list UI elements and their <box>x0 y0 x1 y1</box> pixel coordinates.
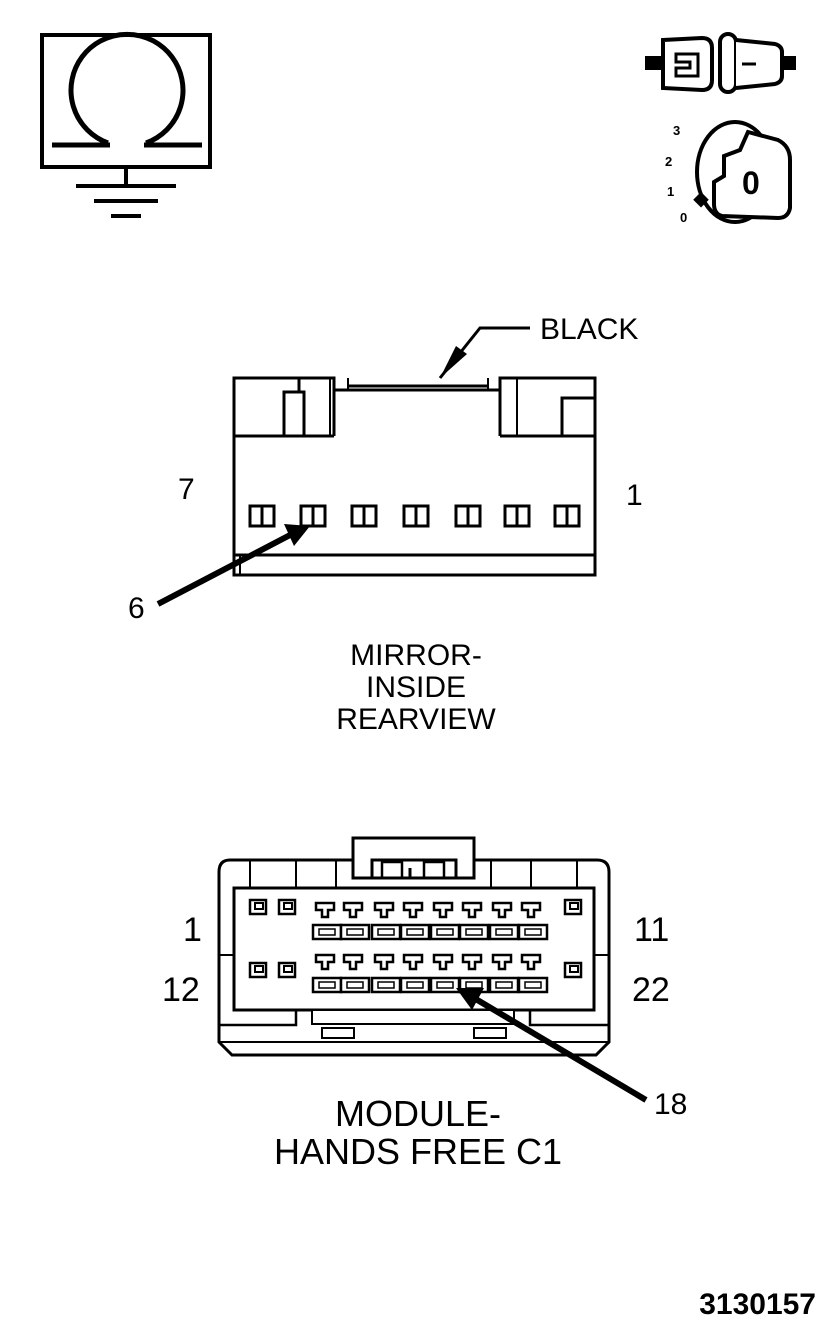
lock-pad <box>399 923 431 941</box>
lock-pad <box>339 923 371 941</box>
pin-callout-18: 18 <box>654 1088 687 1121</box>
lock-pad <box>311 923 343 941</box>
ignition-position-1: 1 <box>667 184 674 199</box>
terminal-13 <box>277 961 297 979</box>
pin-callout-arrowhead <box>284 524 310 546</box>
lock-pad <box>458 923 490 941</box>
cavity-4 <box>402 504 430 528</box>
cavity-3 <box>454 504 482 528</box>
pin-label-1: 1 <box>626 479 643 512</box>
pin-label-1: 1 <box>183 911 202 949</box>
mirror-title-line-2: INSIDE <box>366 671 466 704</box>
connector-color-label: BLACK <box>540 313 638 346</box>
lock-pad <box>429 923 461 941</box>
pin-label-11: 11 <box>634 911 669 949</box>
pin-callout-line <box>472 995 648 1103</box>
lock-pad <box>429 976 461 994</box>
figure-number: 3130157 <box>699 1288 816 1321</box>
ignition-position-2: 2 <box>665 154 672 169</box>
ignition-key-label: 0 <box>742 165 760 201</box>
lock-pad <box>370 923 402 941</box>
color-callout-arrowhead <box>440 346 467 378</box>
pin-callout-arrowhead <box>456 988 484 1010</box>
lock-pad <box>488 976 520 994</box>
mirror-title-line-1: MIRROR- <box>350 639 482 672</box>
cavity-7 <box>248 504 276 528</box>
pin-callout-line <box>156 531 294 607</box>
lock-pad <box>488 923 520 941</box>
lock-pad <box>311 976 343 994</box>
ignition-key-off-icon: 3 2 1 0 0 <box>665 120 792 225</box>
cavity-2 <box>503 504 531 528</box>
module-title-line-1: MODULE- <box>335 1093 501 1134</box>
mirror-title-line-3: REARVIEW <box>336 703 496 736</box>
module-connector: 1 11 12 22 18 MODULE- HANDS FREE C1 <box>162 836 687 1172</box>
terminal-22 <box>563 961 583 979</box>
mirror-connector: BLACK 7 1 6 MIRROR- INSIDE <box>128 313 643 736</box>
ignition-position-3: 3 <box>673 123 680 138</box>
cavity-5 <box>350 504 378 528</box>
pin-callout-6: 6 <box>128 592 145 625</box>
pin-label-12: 12 <box>162 971 200 1009</box>
lock-pad <box>339 976 371 994</box>
pin-label-7: 7 <box>178 473 195 506</box>
disconnected-connector-icon <box>645 32 796 94</box>
cavity-1 <box>553 504 581 528</box>
terminal-2 <box>277 898 297 916</box>
lock-pad <box>370 976 402 994</box>
lock-pad <box>399 976 431 994</box>
lock-pad <box>517 976 549 994</box>
terminal-1 <box>248 898 268 916</box>
module-title-line-2: HANDS FREE C1 <box>274 1131 562 1172</box>
cavity-6 <box>299 504 327 528</box>
ohmmeter-ground-icon <box>40 31 212 218</box>
terminal-12 <box>248 961 268 979</box>
pin-label-22: 22 <box>632 971 670 1009</box>
lock-pad <box>517 923 549 941</box>
ignition-position-0: 0 <box>680 210 687 225</box>
terminal-11 <box>563 898 583 916</box>
